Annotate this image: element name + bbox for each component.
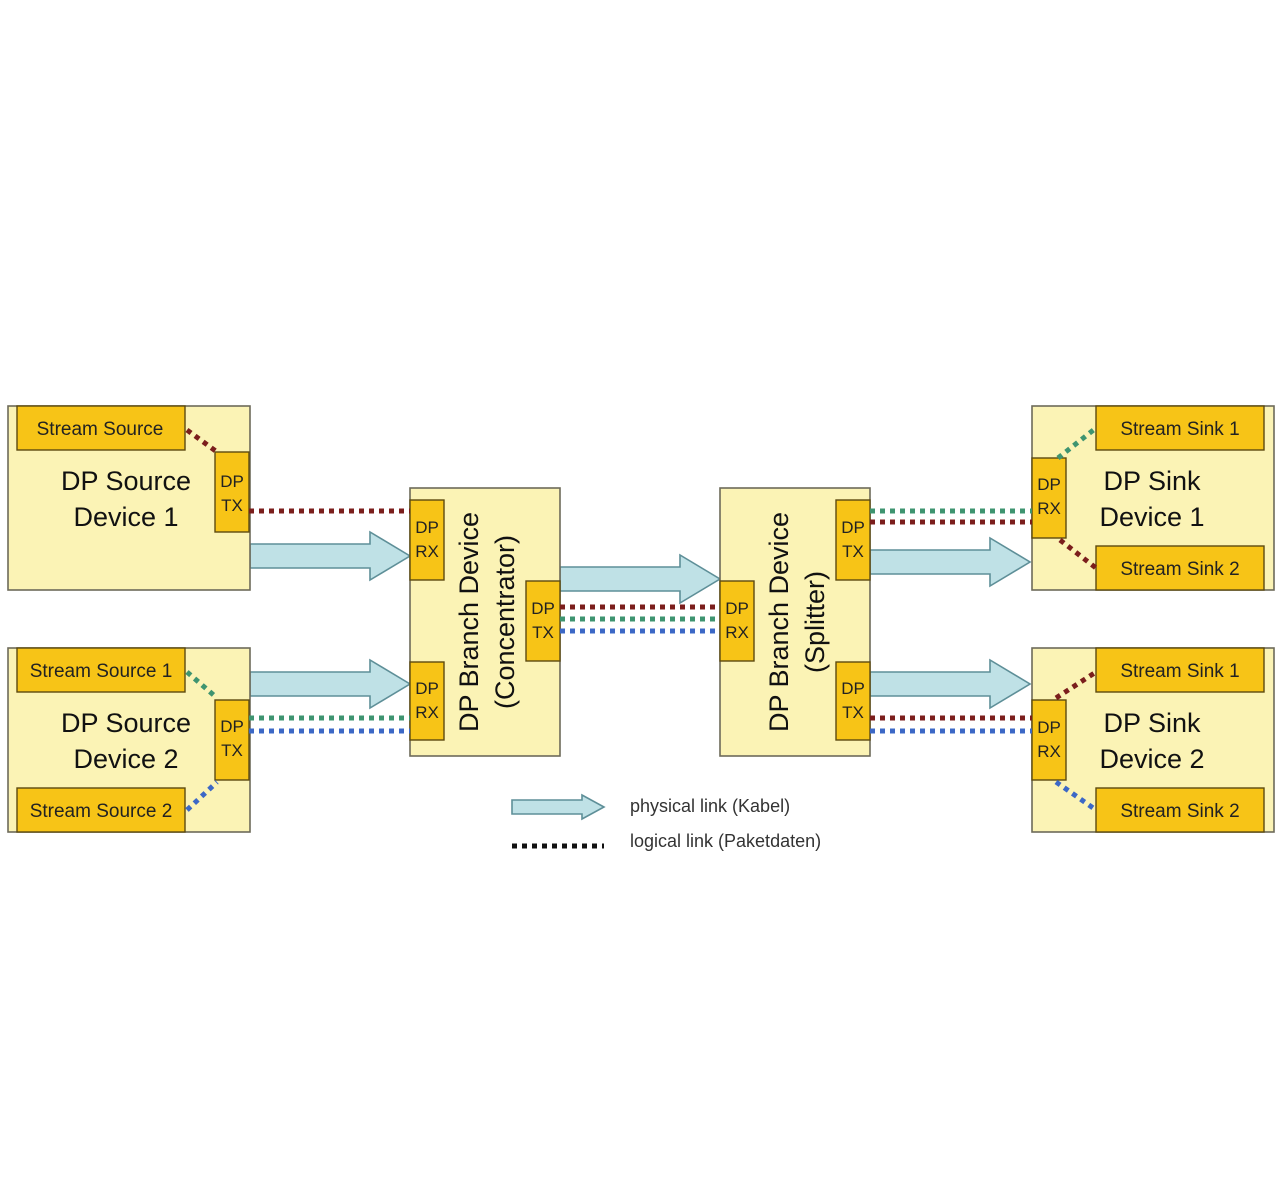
dp-rx-port xyxy=(719,580,755,662)
physical-link-arrow xyxy=(249,530,412,582)
logical-link-red xyxy=(1058,538,1098,570)
sink-device-2: Stream Sink 1 Stream Sink 2 DP RX DP Sin… xyxy=(1031,647,1275,833)
dp-rx-port-label-2: RX xyxy=(415,703,439,722)
branch-device-concentrator: DP RX DP RX DP TX DP Branch Device (Conc… xyxy=(409,487,561,757)
dp-rx-port-label-1: DP xyxy=(1037,718,1061,737)
logical-link-red xyxy=(1054,669,1098,701)
dp-tx-port-label-1: DP xyxy=(220,717,244,736)
dp-tx-port xyxy=(525,580,561,662)
stream-source-1-label: Stream Source 1 xyxy=(30,661,173,682)
stream-source-1-box xyxy=(16,647,186,693)
source-device-1: Stream Source DP TX DP Source Device 1 xyxy=(7,405,251,591)
dp-rx-port-label-2: RX xyxy=(725,623,749,642)
dp-tx-port xyxy=(214,451,250,533)
dp-tx-port-label-2: TX xyxy=(842,542,864,561)
source-device-1-title-1: DP Source xyxy=(61,466,191,496)
source-device-2-title-1: DP Source xyxy=(61,708,191,738)
sink-device-2-title-2: Device 2 xyxy=(1099,744,1204,774)
dp-tx-port-label-1: DP xyxy=(531,599,555,618)
logical-link-blue xyxy=(185,780,219,812)
dp-tx-port-label-1: DP xyxy=(220,472,244,491)
splitter-title-1: DP Branch Device xyxy=(764,512,794,732)
physical-link-arrow xyxy=(559,553,722,605)
dp-rx-port-label-2: RX xyxy=(1037,742,1061,761)
dp-tx-port-label-2: TX xyxy=(221,741,243,760)
physical-links xyxy=(249,530,1032,710)
stream-source-label: Stream Source xyxy=(37,419,164,440)
dp-rx-port-label-2: RX xyxy=(415,542,439,561)
stream-sink-2-label: Stream Sink 2 xyxy=(1120,559,1239,580)
stream-sink-1-label: Stream Sink 1 xyxy=(1120,661,1239,682)
stream-source-2-box xyxy=(16,787,186,833)
stream-sink-1-label: Stream Sink 1 xyxy=(1120,419,1239,440)
physical-link-arrow xyxy=(249,658,412,710)
dp-tx-port-label-2: TX xyxy=(842,703,864,722)
logical-link-blue xyxy=(1054,779,1098,813)
concentrator-title-1: DP Branch Device xyxy=(454,512,484,732)
logical-link-green xyxy=(1056,426,1098,460)
logical-links xyxy=(185,426,1098,813)
dp-rx-port-label-1: DP xyxy=(1037,475,1061,494)
concentrator-title-2: (Concentrator) xyxy=(490,535,520,709)
legend-physical-label: physical link (Kabel) xyxy=(630,796,790,816)
legend-physical-arrow-icon xyxy=(511,793,606,821)
sink-device-1-title-1: DP Sink xyxy=(1103,466,1201,496)
branch-device-splitter: DP RX DP TX DP TX DP Branch Device (Spli… xyxy=(719,487,871,757)
stream-sink-1-box xyxy=(1095,647,1265,693)
stream-sink-2-label: Stream Sink 2 xyxy=(1120,801,1239,822)
source-device-2: Stream Source 1 Stream Source 2 DP TX DP… xyxy=(7,647,251,833)
dp-rx-port-top xyxy=(409,499,445,581)
source-device-1-title-2: Device 1 xyxy=(73,502,178,532)
dp-rx-port-bottom xyxy=(409,661,445,741)
dp-tx-port-label-2: TX xyxy=(221,496,243,515)
dp-tx-port-bottom xyxy=(835,661,871,741)
dp-tx-port-label-1: DP xyxy=(841,518,865,537)
sink-device-2-title-1: DP Sink xyxy=(1103,708,1201,738)
dp-rx-port-label-1: DP xyxy=(415,679,439,698)
dp-rx-port-label-1: DP xyxy=(415,518,439,537)
logical-link-green xyxy=(185,670,219,700)
stream-sink-1-box xyxy=(1095,405,1265,451)
dp-rx-port xyxy=(1031,457,1067,539)
physical-link-arrow xyxy=(869,658,1032,710)
splitter-title-2: (Splitter) xyxy=(800,571,830,673)
dp-tx-port xyxy=(214,699,250,781)
dp-rx-port xyxy=(1031,699,1067,781)
stream-sink-2-box xyxy=(1095,545,1265,591)
dp-tx-port-label-1: DP xyxy=(841,679,865,698)
legend: physical link (Kabel) logical link (Pake… xyxy=(511,793,821,851)
sink-device-1-title-2: Device 1 xyxy=(1099,502,1204,532)
stream-source-2-label: Stream Source 2 xyxy=(30,801,173,822)
dp-tx-port-label-2: TX xyxy=(532,623,554,642)
source-device-2-title-2: Device 2 xyxy=(73,744,178,774)
sink-device-1: Stream Sink 1 Stream Sink 2 DP RX DP Sin… xyxy=(1031,405,1275,591)
dp-tx-port-top xyxy=(835,499,871,581)
dp-rx-port-label-2: RX xyxy=(1037,499,1061,518)
stream-sink-2-box xyxy=(1095,787,1265,833)
physical-link-arrow xyxy=(869,536,1032,588)
dp-rx-port-label-1: DP xyxy=(725,599,749,618)
stream-source-box xyxy=(16,405,186,451)
legend-logical-label: logical link (Paketdaten) xyxy=(630,831,821,851)
logical-link-red xyxy=(185,427,219,455)
